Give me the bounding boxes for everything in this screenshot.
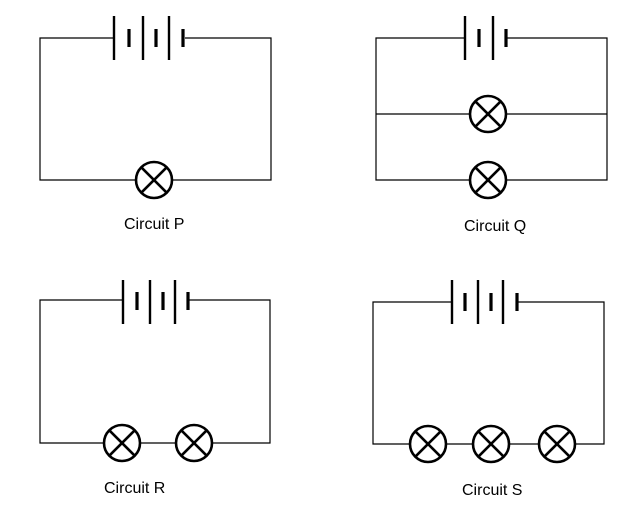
circuit-q-lamp-upper [468, 94, 508, 134]
circuit-r-caption: Circuit R [104, 480, 165, 497]
circuit-r-battery [121, 280, 190, 324]
circuit-s-caption: Circuit S [462, 482, 522, 499]
circuit-p-lamp [134, 160, 174, 200]
circuit-r-lamp-1 [102, 423, 142, 463]
circuit-q-caption: Circuit Q [464, 218, 526, 235]
circuit-p-caption: Circuit P [124, 216, 184, 233]
circuit-q: Circuit Q [375, 16, 608, 235]
circuit-q-battery [463, 16, 508, 60]
circuit-p-battery [112, 16, 185, 60]
circuit-q-wire [375, 37, 608, 181]
circuit-s-lamp-2 [471, 424, 511, 464]
circuit-s-battery [450, 280, 519, 324]
circuit-r: Circuit R [39, 280, 271, 497]
circuit-s-lamp-1 [408, 424, 448, 464]
circuit-s: Circuit S [372, 280, 605, 499]
circuit-p: Circuit P [39, 16, 272, 233]
circuit-r-wire [39, 299, 271, 444]
circuit-q-lamp-lower [468, 160, 508, 200]
circuit-p-wire [39, 37, 272, 181]
circuit-s-wire [372, 301, 605, 445]
circuit-r-lamp-2 [174, 423, 214, 463]
circuit-s-lamp-3 [537, 424, 577, 464]
